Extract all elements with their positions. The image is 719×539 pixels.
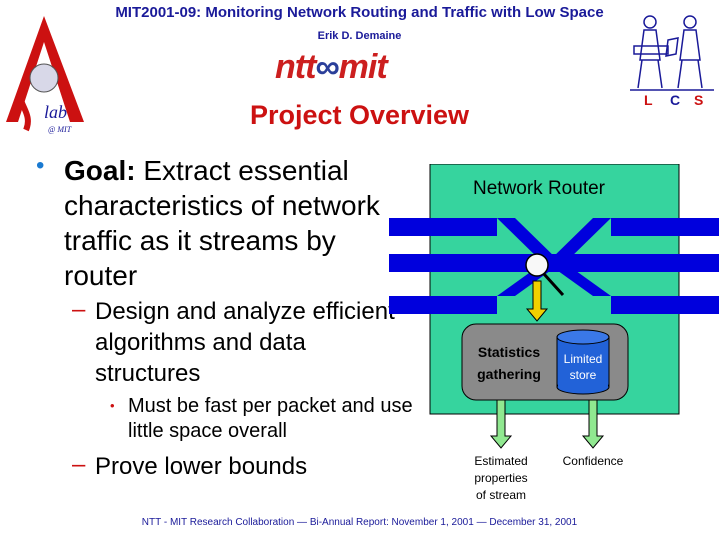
output-estimated-line2: properties: [474, 471, 527, 485]
traffic-merge-1: [497, 218, 561, 263]
logo-mit-text: mit: [338, 48, 388, 86]
ilab-brain-icon: [29, 63, 59, 93]
lcs-letter-c: C: [670, 92, 681, 108]
page-title: Project Overview: [249, 100, 470, 130]
goal-label: Goal:: [64, 155, 136, 186]
header-title: MIT2001-09: Monitoring Network Routing a…: [115, 4, 604, 21]
bullet-marker-small: •: [110, 398, 115, 413]
router-label: Network Router: [473, 178, 606, 199]
header-author: Erik D. Demaine: [317, 30, 402, 42]
output-arrow-confidence-icon: [581, 399, 605, 449]
ntt-mit-logo: ntt∞mit: [275, 48, 388, 87]
goal-text: Extract essential characteristics of net…: [64, 155, 380, 291]
traffic-stream-left-top: [389, 218, 497, 236]
ilab-triangle-icon: [6, 16, 84, 122]
traffic-stream-right-top: [611, 218, 719, 236]
sub-sub-bullet-fast: Must be fast per packet and use little s…: [128, 395, 413, 442]
lcs-letter-l: L: [644, 92, 653, 108]
footer: NTT - MIT Research Collaboration — Bi-An…: [141, 517, 578, 528]
ilab-text: lab: [44, 102, 67, 122]
output-estimated-line1: Estimated: [474, 454, 527, 468]
traffic-stream-left-bottom: [389, 296, 497, 314]
lcs-logo: [630, 15, 714, 91]
bullet-marker: •: [36, 152, 45, 179]
traffic-streams: [389, 218, 719, 314]
output-confidence: Confidence: [563, 454, 624, 468]
limited-store-cylinder: [556, 329, 610, 395]
output-estimated-line3: of stream: [476, 488, 526, 502]
traffic-merge-4: [547, 263, 611, 296]
sub-bullet-design: Design and analyze efficient algorithms …: [95, 298, 395, 387]
dash-marker: –: [72, 296, 86, 323]
ilab-i-stroke: [17, 86, 31, 132]
logo-ntt-text: ntt: [275, 48, 316, 86]
goal-bullet: Goal: Extract essential characteristics …: [64, 153, 404, 293]
statistics-label-line2: gathering: [477, 366, 541, 382]
store-label-line1: Limited: [564, 352, 603, 366]
traffic-stream-right-bottom: [611, 296, 719, 314]
output-arrow-estimate-icon: [489, 399, 513, 449]
statistics-label-line1: Statistics: [478, 344, 540, 360]
logo-knot-icon: ∞: [315, 48, 339, 86]
lcs-letter-s: S: [694, 92, 704, 108]
sub-bullet-lower-bounds: Prove lower bounds: [95, 453, 308, 480]
traffic-merge-3: [547, 218, 611, 263]
magnifier-icon: [525, 253, 565, 297]
ilab-logo: lab @ MIT: [6, 16, 84, 134]
dash-marker: –: [72, 451, 86, 478]
router-diagram: Network Router Statistics gathering Limi…: [389, 164, 719, 502]
store-label-line2: store: [570, 368, 597, 382]
sample-arrow-icon: [525, 280, 549, 322]
ilab-subtext: @ MIT: [48, 125, 72, 134]
